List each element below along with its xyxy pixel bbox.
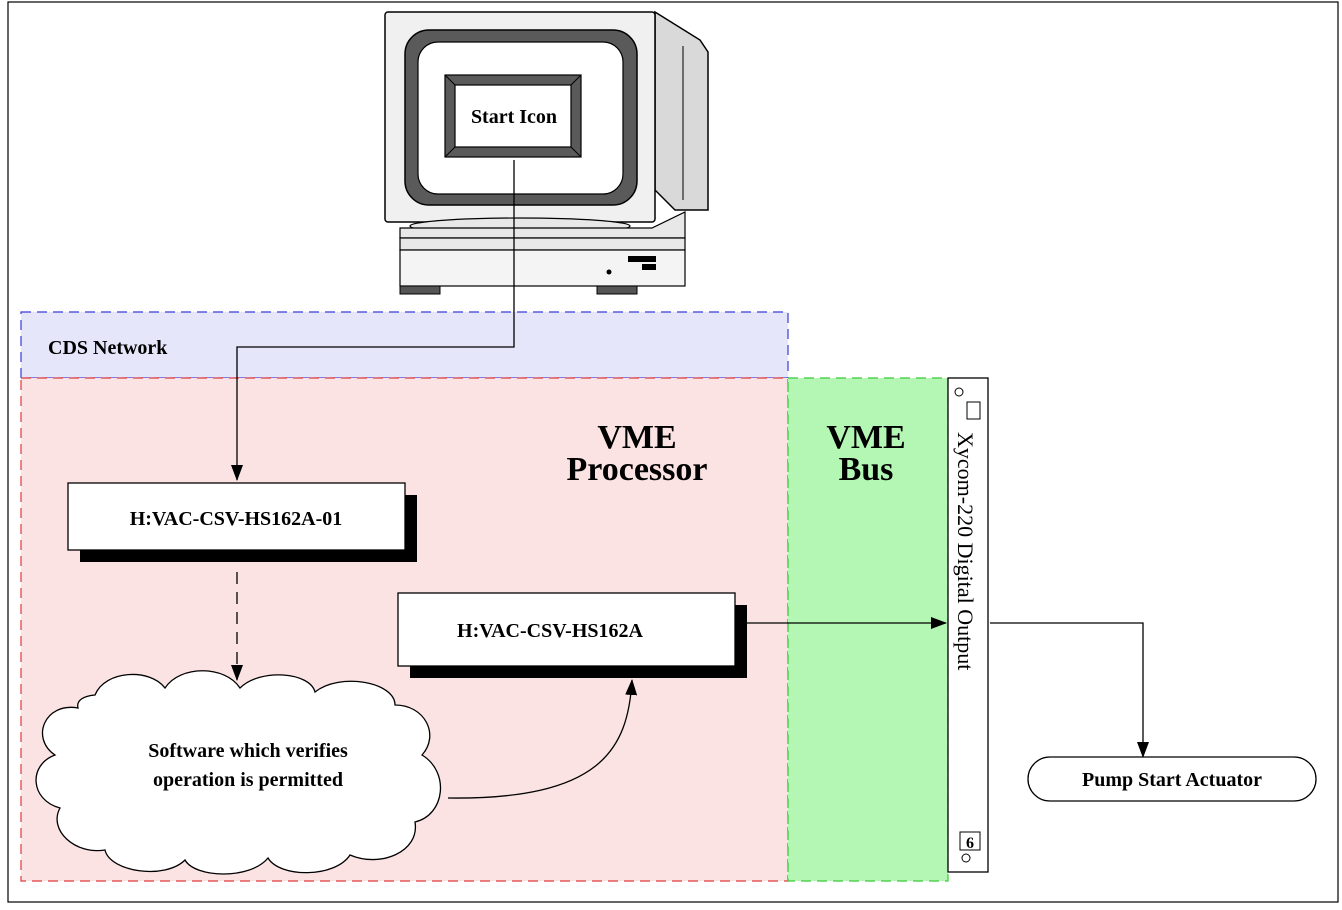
cds-network-label: CDS Network — [48, 337, 168, 359]
arrow-screen-to-record — [231, 160, 515, 481]
start-icon-label: Start Icon — [471, 106, 557, 128]
xycom-slot-number: 6 — [966, 835, 974, 852]
vme-bus-label-line2: Bus — [839, 451, 894, 488]
software-label-line1: Software which verifies — [148, 740, 348, 762]
record-hs162a: H:VAC-CSV-HS162A — [397, 592, 747, 678]
arrow-software-to-record — [447, 679, 638, 799]
computer-icon: Start Icon — [384, 10, 709, 295]
software-cloud: Software which verifies operation is per… — [35, 670, 442, 875]
software-label-line2: operation is permitted — [153, 769, 343, 791]
xycom-card-label: Xycom-220 Digital Output — [953, 432, 978, 670]
record-hs162a-label: H:VAC-CSV-HS162A — [457, 620, 643, 642]
outer-border — [7, 1, 1339, 903]
start-icon-button[interactable]: Start Icon — [444, 74, 582, 158]
vme-processor-label-line2: Processor — [567, 451, 708, 488]
arrow-card-to-actuator — [990, 622, 1149, 758]
record-hs162a-01: H:VAC-CSV-HS162A-01 — [67, 482, 417, 562]
vme-bus-region — [787, 377, 949, 882]
record-hs162a-01-label: H:VAC-CSV-HS162A-01 — [130, 508, 343, 530]
xycom-card: Xycom-220 Digital Output 6 — [947, 377, 989, 873]
pump-start-actuator: Pump Start Actuator — [1027, 756, 1317, 802]
pump-start-actuator-label: Pump Start Actuator — [1082, 769, 1262, 791]
vme-bus-label-line1: VME — [826, 419, 905, 456]
vme-processor-label-line1: VME — [597, 419, 676, 456]
